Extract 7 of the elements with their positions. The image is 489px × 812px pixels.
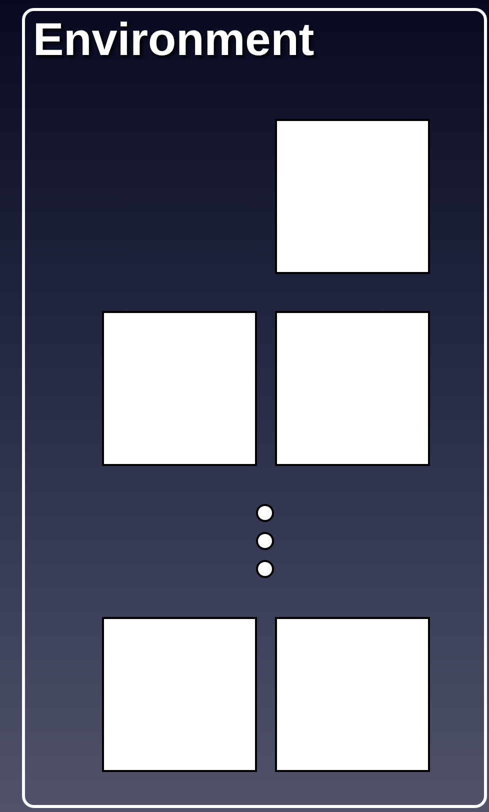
empty-box xyxy=(102,311,257,466)
frame-title: Environment xyxy=(33,12,314,67)
empty-box xyxy=(102,617,257,772)
empty-box xyxy=(275,119,430,274)
empty-box xyxy=(275,311,430,466)
empty-box xyxy=(275,617,430,772)
environment-frame xyxy=(22,8,487,808)
